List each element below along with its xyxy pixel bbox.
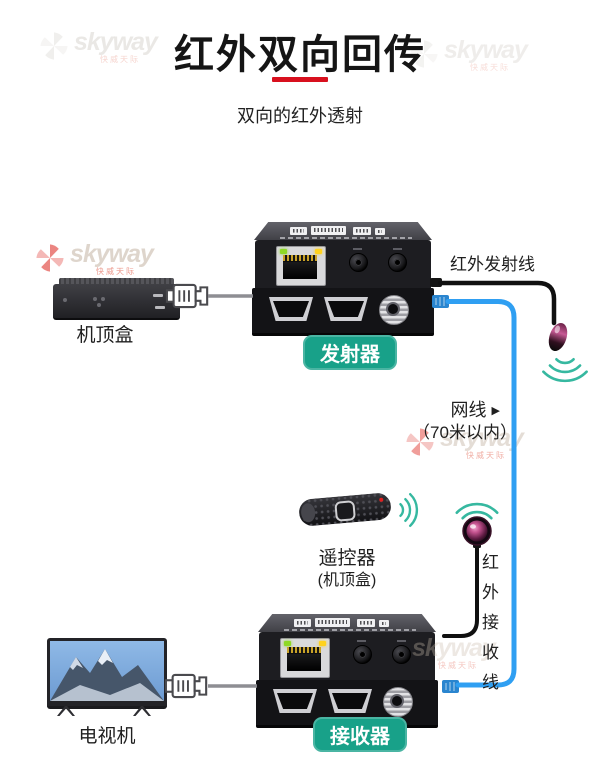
hdmi-plug-icon <box>164 673 208 699</box>
television <box>47 638 167 718</box>
stb-front <box>53 284 180 320</box>
spec-text-line <box>280 236 412 239</box>
page-subtitle: 双向的红外透射 <box>237 106 363 126</box>
ir-rx-char: 接 <box>482 613 499 632</box>
network-label-text: 网线 <box>450 400 487 420</box>
ir-signal-arcs-up <box>455 502 499 525</box>
ir-tx-jack <box>349 253 368 272</box>
receiver-device <box>256 610 439 728</box>
network-length-label: （70米以内） <box>413 423 517 442</box>
stb-logo-mark <box>153 294 163 297</box>
ir-tx-jack <box>353 645 372 664</box>
device-top-panel <box>254 222 432 240</box>
spec-badge <box>357 619 375 627</box>
rj45-connector-bottom <box>442 680 459 693</box>
ir-rx-cable <box>442 543 479 638</box>
rj45-port <box>280 638 330 678</box>
ir-rx-jack <box>392 645 411 664</box>
ir-rx-char: 线 <box>482 673 499 692</box>
stb-label: 机顶盒 <box>76 325 134 346</box>
link-led-yellow <box>319 641 326 646</box>
ir-tx-cable-label: 红外发射线 <box>450 255 535 274</box>
ir-receiver-eye <box>462 516 492 548</box>
device-io-panel <box>255 240 431 289</box>
rj45-connector-top <box>432 295 449 308</box>
tv-label: 电视机 <box>78 726 136 747</box>
link-led-yellow <box>315 249 322 254</box>
remote-signal-arcs <box>399 493 419 527</box>
hdmi-plug-icon <box>165 283 209 309</box>
transmitter-device <box>252 218 434 336</box>
hdmi-port <box>324 297 368 321</box>
stb-power-led <box>63 298 67 302</box>
ir-rx-char: 红 <box>482 553 499 572</box>
spec-badge <box>375 228 385 235</box>
stb-button <box>97 303 101 307</box>
hdmi-port <box>273 689 317 713</box>
port-label-mark <box>357 640 366 642</box>
rj45-opening <box>283 255 317 279</box>
ir-rx-jack <box>388 253 407 272</box>
port-label-mark <box>397 640 406 642</box>
remote-control <box>297 492 393 527</box>
ir-rx-char: 收 <box>482 643 499 662</box>
spec-badge <box>379 620 389 627</box>
watermark-tagline: 快威天际 <box>96 267 136 276</box>
watermark: skyway 快威天际 <box>34 240 154 276</box>
spec-badge <box>311 226 346 235</box>
spec-text-line <box>284 628 416 631</box>
device-top-panel <box>258 614 436 632</box>
stb-vents <box>59 278 174 285</box>
port-label-mark <box>353 248 362 250</box>
spec-badge <box>315 618 350 627</box>
ir-signal-arcs-down <box>542 358 588 383</box>
tv-screen-image <box>50 641 164 701</box>
watermark-tagline: 快威天际 <box>466 451 506 460</box>
rj45-opening <box>287 647 321 671</box>
connector-ribs <box>435 297 445 306</box>
hdmi-port <box>269 297 313 321</box>
remote-sublabel: (机顶盒) <box>317 572 377 589</box>
ir-rx-cable-label: 红 外 接 收 线 <box>482 548 499 693</box>
spec-badge <box>353 227 371 235</box>
watermark-brand: skyway <box>70 240 154 268</box>
device-hdmi-panel <box>252 288 434 336</box>
rj45-port <box>276 246 326 286</box>
stb-logo-mark <box>155 306 165 309</box>
spec-badge <box>290 227 307 235</box>
power-connector <box>379 295 409 325</box>
remote-label: 遥控器 <box>318 548 376 569</box>
ir-rx-char: 外 <box>482 583 499 602</box>
power-connector <box>383 687 413 717</box>
ir-tx-cable <box>437 280 557 326</box>
receiver-pill: 接收器 <box>313 717 407 752</box>
device-io-panel <box>259 632 435 681</box>
ir-emitter-head <box>548 322 568 352</box>
connector-ribs <box>445 682 455 691</box>
stb-button <box>93 297 97 301</box>
port-label-mark <box>393 248 402 250</box>
tv-bezel <box>47 638 167 709</box>
title-underline <box>272 77 328 82</box>
remote-power-button <box>379 497 384 502</box>
network-cable <box>445 299 517 688</box>
stb-button <box>101 297 105 301</box>
arrow-right-icon: ▶ <box>491 405 500 417</box>
remote-end <box>300 502 316 523</box>
hdmi-port <box>328 689 372 713</box>
set-top-box <box>53 276 180 320</box>
remote-dpad <box>334 500 356 522</box>
spec-badge <box>294 619 311 627</box>
link-led-green <box>284 641 291 646</box>
transmitter-pill: 发射器 <box>303 335 397 370</box>
link-led-green <box>280 249 287 254</box>
page-title: 红外双向回传 <box>174 33 426 77</box>
skyway-logo-icon <box>36 244 64 272</box>
